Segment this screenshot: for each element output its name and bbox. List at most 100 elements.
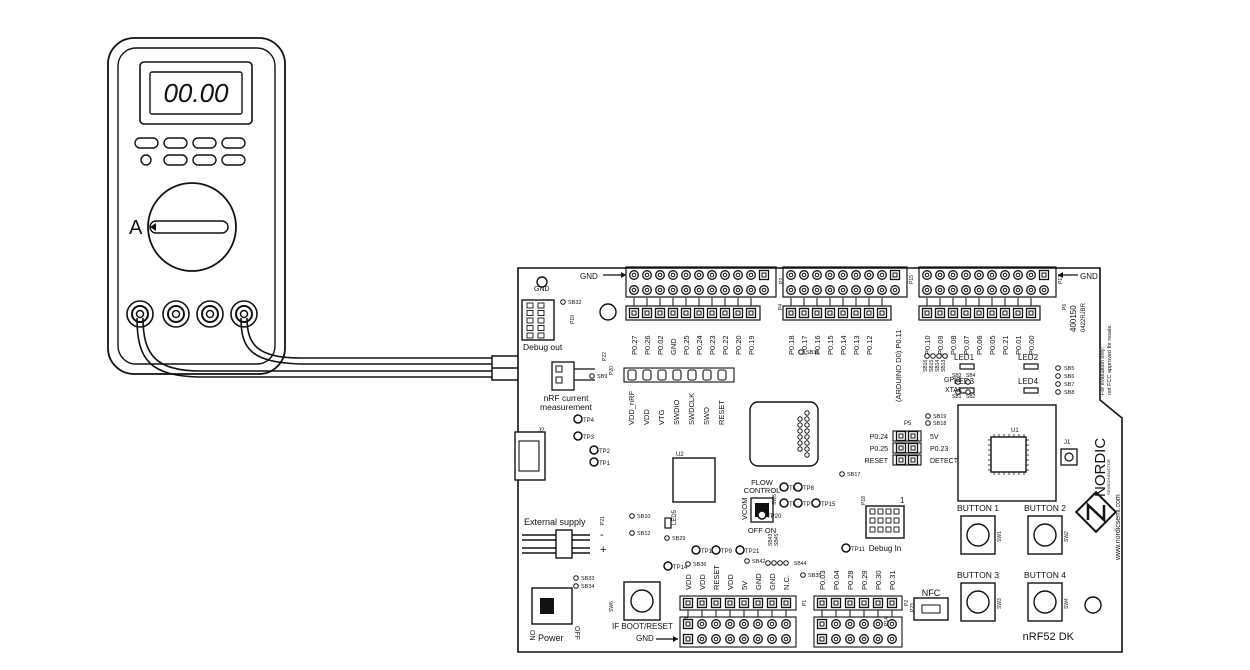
solder-bridge-label: SB16 bbox=[923, 360, 929, 372]
meter-button[interactable] bbox=[134, 137, 159, 149]
meter-button[interactable] bbox=[221, 137, 246, 149]
meter-button[interactable] bbox=[192, 137, 217, 149]
jack[interactable] bbox=[162, 300, 190, 328]
led-label: LED2 bbox=[1018, 353, 1039, 362]
solder-bridge-pad bbox=[965, 389, 971, 395]
pin-hole bbox=[814, 287, 820, 293]
solder-bridge-label: SB5 bbox=[1064, 366, 1074, 372]
solder-bridge-pad bbox=[965, 379, 971, 385]
solder-bridge-pad bbox=[744, 558, 750, 564]
p20-pin[interactable] bbox=[717, 369, 727, 381]
debug-out-pin bbox=[537, 325, 545, 331]
pin-hole bbox=[827, 272, 833, 278]
solder-bridge-pad bbox=[942, 353, 948, 359]
solder-bridge-pad bbox=[765, 560, 771, 566]
pin-hole bbox=[898, 457, 904, 463]
pin-hole bbox=[755, 636, 761, 642]
pin-hole bbox=[699, 600, 705, 606]
p20-pin[interactable] bbox=[627, 369, 637, 381]
meter-button[interactable] bbox=[221, 154, 246, 166]
eval-note-2: not FCC approved for resale. bbox=[1107, 324, 1113, 395]
pin-hole bbox=[685, 621, 691, 627]
bottom-pin-label: GND bbox=[754, 573, 763, 590]
pin-hole bbox=[1028, 272, 1034, 278]
jack[interactable] bbox=[196, 300, 224, 328]
p22-header[interactable] bbox=[551, 361, 575, 391]
pin-label: P0.15 bbox=[826, 335, 835, 355]
pin-hole bbox=[735, 287, 741, 293]
gnd-arrow-bottom-head bbox=[673, 636, 678, 642]
bottom-pin-label: VDD bbox=[684, 574, 693, 590]
pin-hole bbox=[670, 287, 676, 293]
j2-label: J2 bbox=[538, 428, 545, 434]
pin-hole bbox=[1041, 287, 1047, 293]
pin-hole bbox=[683, 287, 689, 293]
pin-hole bbox=[727, 636, 733, 642]
external-supply-header[interactable] bbox=[522, 529, 590, 559]
vendor-website: www.nordicsemi.com bbox=[1115, 494, 1122, 561]
meter-round-button[interactable] bbox=[140, 154, 152, 166]
p22-pin[interactable] bbox=[555, 376, 563, 384]
pin-label: P0.13 bbox=[852, 335, 861, 355]
p5-pin-label-left: P0.25 bbox=[870, 446, 888, 453]
p5-pin-label-left: RESET bbox=[865, 458, 889, 465]
p20-pin[interactable] bbox=[657, 369, 667, 381]
vendor-sub: SEMICONDUCTOR bbox=[1106, 459, 1111, 495]
p20-pin[interactable] bbox=[687, 369, 697, 381]
pin-hole bbox=[989, 287, 995, 293]
solder-bridge-label: SB44 bbox=[794, 561, 806, 567]
pin-hole bbox=[1015, 287, 1021, 293]
p5-header-row bbox=[892, 430, 922, 442]
p20-pin[interactable] bbox=[672, 369, 682, 381]
jack[interactable] bbox=[230, 300, 258, 328]
bottom-header-frame bbox=[679, 616, 797, 648]
pin-hole bbox=[833, 621, 839, 627]
pin-hole bbox=[741, 636, 747, 642]
pin-hole bbox=[685, 636, 691, 642]
p5-header-row bbox=[892, 442, 922, 454]
meter-button[interactable] bbox=[163, 154, 188, 166]
pin-label: P0.09 bbox=[936, 335, 945, 355]
pin-hole bbox=[875, 621, 881, 627]
pin-hole bbox=[709, 272, 715, 278]
test-point-label: TP8 bbox=[803, 486, 815, 492]
pin-hole bbox=[853, 287, 859, 293]
board-name: nRF52 DK bbox=[1023, 631, 1075, 643]
probe-cable-com bbox=[136, 317, 493, 378]
pin-hole bbox=[847, 621, 853, 627]
test-point bbox=[793, 498, 803, 508]
bottom-pin-label: VDD bbox=[698, 574, 707, 590]
bottom-header-frame bbox=[679, 595, 797, 611]
p20-pin[interactable] bbox=[702, 369, 712, 381]
led-label: LED4 bbox=[1018, 377, 1039, 386]
u2-label: U2 bbox=[676, 452, 684, 458]
p20-pin[interactable] bbox=[642, 369, 652, 381]
pin-hole bbox=[670, 272, 676, 278]
pin-hole bbox=[892, 287, 898, 293]
solder-bridge-pad bbox=[1055, 373, 1061, 379]
p5-pin-label-right: 5V bbox=[930, 434, 939, 441]
solder-bridge-pad bbox=[1055, 381, 1061, 387]
jack[interactable] bbox=[126, 300, 154, 328]
solder-bridge-pad bbox=[560, 299, 566, 305]
pin-hole bbox=[696, 287, 702, 293]
p22-pin[interactable] bbox=[555, 365, 563, 373]
pin-hole bbox=[769, 600, 775, 606]
pin-label: P0.22 bbox=[721, 335, 730, 355]
mcu-pad bbox=[804, 428, 810, 434]
meter-button[interactable] bbox=[192, 154, 217, 166]
test-point-label: TP20 bbox=[767, 514, 782, 520]
j1-label: J1 bbox=[1064, 440, 1071, 446]
pin-hole bbox=[866, 287, 872, 293]
pin-hole bbox=[748, 287, 754, 293]
current-measurement-label-2: measurement bbox=[540, 402, 593, 412]
multimeter: 00.00 A bbox=[107, 37, 286, 375]
pin-hole bbox=[696, 310, 702, 316]
switch-label: SW2 bbox=[1064, 531, 1070, 542]
pin-hole bbox=[889, 621, 895, 627]
pin-hole bbox=[657, 310, 663, 316]
bottom-pin-label: P0.31 bbox=[888, 570, 897, 590]
meter-button[interactable] bbox=[163, 137, 188, 149]
p20-header-frame bbox=[623, 367, 735, 383]
